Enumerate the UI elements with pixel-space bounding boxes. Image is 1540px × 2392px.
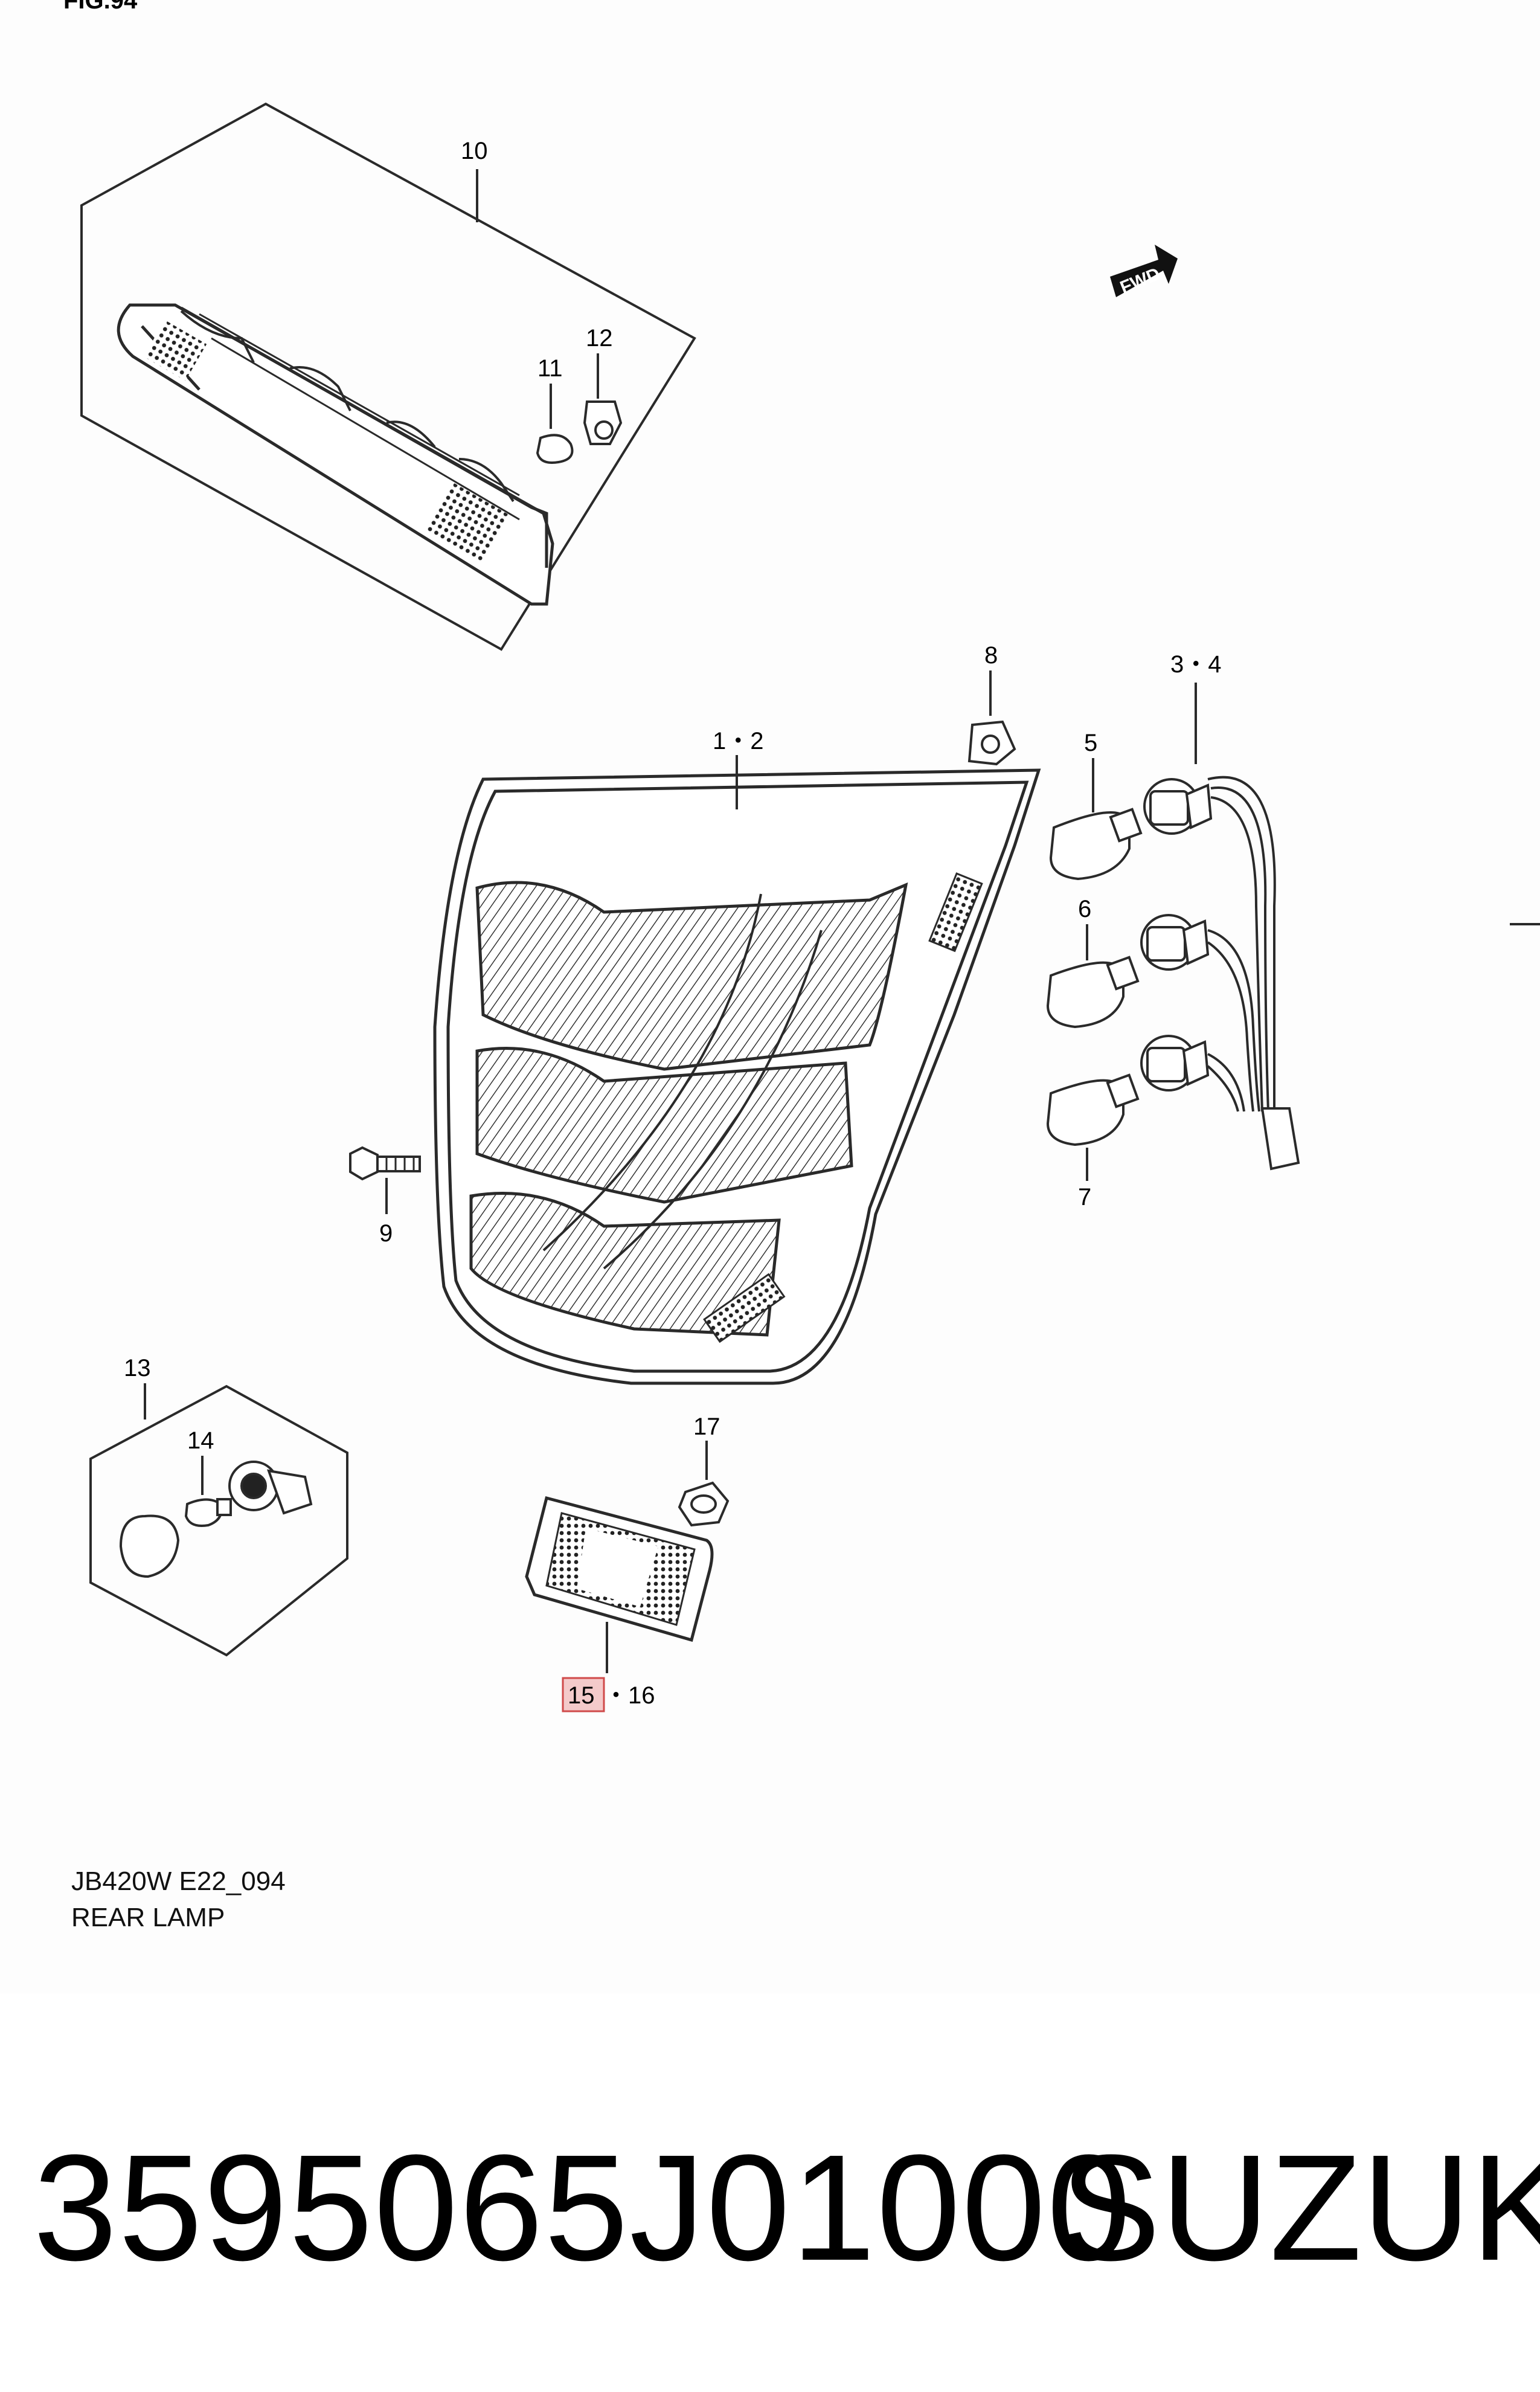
group-10-outline <box>80 102 696 651</box>
callout-17: 17 <box>693 1413 720 1440</box>
lens-13 <box>119 1514 180 1578</box>
callout-9: 9 <box>379 1220 393 1247</box>
socket-harness-3-4 <box>1140 683 1540 1171</box>
high-mount-stop-lamp-group <box>80 102 696 651</box>
socket-middle <box>1140 914 1210 971</box>
callout-11: 11 <box>537 355 563 382</box>
part-number: 3595065J01000 <box>33 2123 1132 2292</box>
wire-harness <box>1207 776 1276 1112</box>
callout-14: 14 <box>187 1427 214 1454</box>
socket-12 <box>583 353 623 445</box>
highlight-box-15 <box>562 1677 605 1712</box>
high-mount-stop-lamp <box>117 303 554 606</box>
callout-15: 15 <box>568 1682 595 1709</box>
socket-upper <box>1143 778 1213 835</box>
forward-direction-arrow: FWD <box>1110 245 1178 298</box>
section-name: REAR LAMP <box>71 1903 225 1932</box>
socket-lower <box>1140 1035 1210 1092</box>
bulb-11 <box>536 384 574 464</box>
bulb-5 <box>1049 758 1143 881</box>
rear-reflector-15-16 <box>525 1496 714 1673</box>
bolt-9 <box>349 1146 421 1214</box>
callout-7: 7 <box>1078 1184 1091 1210</box>
figure-title: FIG.94 <box>63 0 138 14</box>
bulb-14 <box>184 1456 232 1527</box>
license-lamp-group <box>89 1383 348 1657</box>
callout-3-4: 3・4 <box>1170 651 1222 678</box>
nut-17 <box>678 1441 730 1527</box>
callout-16: ・16 <box>604 1682 655 1709</box>
group-13-outline <box>89 1384 348 1657</box>
bulb-6 <box>1046 924 1140 1029</box>
brand-name: SUZUKI <box>1060 2123 1540 2292</box>
callout-13: 13 <box>124 1355 151 1381</box>
rear-combination-lamp <box>433 755 1041 1385</box>
callout-10: 10 <box>461 138 488 164</box>
callout-8: 8 <box>984 642 998 669</box>
callout-6: 6 <box>1078 896 1091 922</box>
callout-1-2: 1・2 <box>713 728 764 754</box>
callout-labels: 10 12 11 8 3・4 1・2 5 6 7 9 13 14 17 15 ・… <box>124 138 1222 1712</box>
socket-13 <box>228 1461 313 1515</box>
model-code: JB420W E22_094 <box>71 1866 286 1896</box>
exploded-parts-diagram: FIG.94 FWD <box>63 0 1540 1712</box>
bulb-7 <box>1046 1073 1140 1181</box>
callout-12: 12 <box>586 325 613 352</box>
callout-5: 5 <box>1084 730 1097 756</box>
bulbs-5-6-7 <box>1046 758 1143 1181</box>
clip-8 <box>967 670 1016 766</box>
